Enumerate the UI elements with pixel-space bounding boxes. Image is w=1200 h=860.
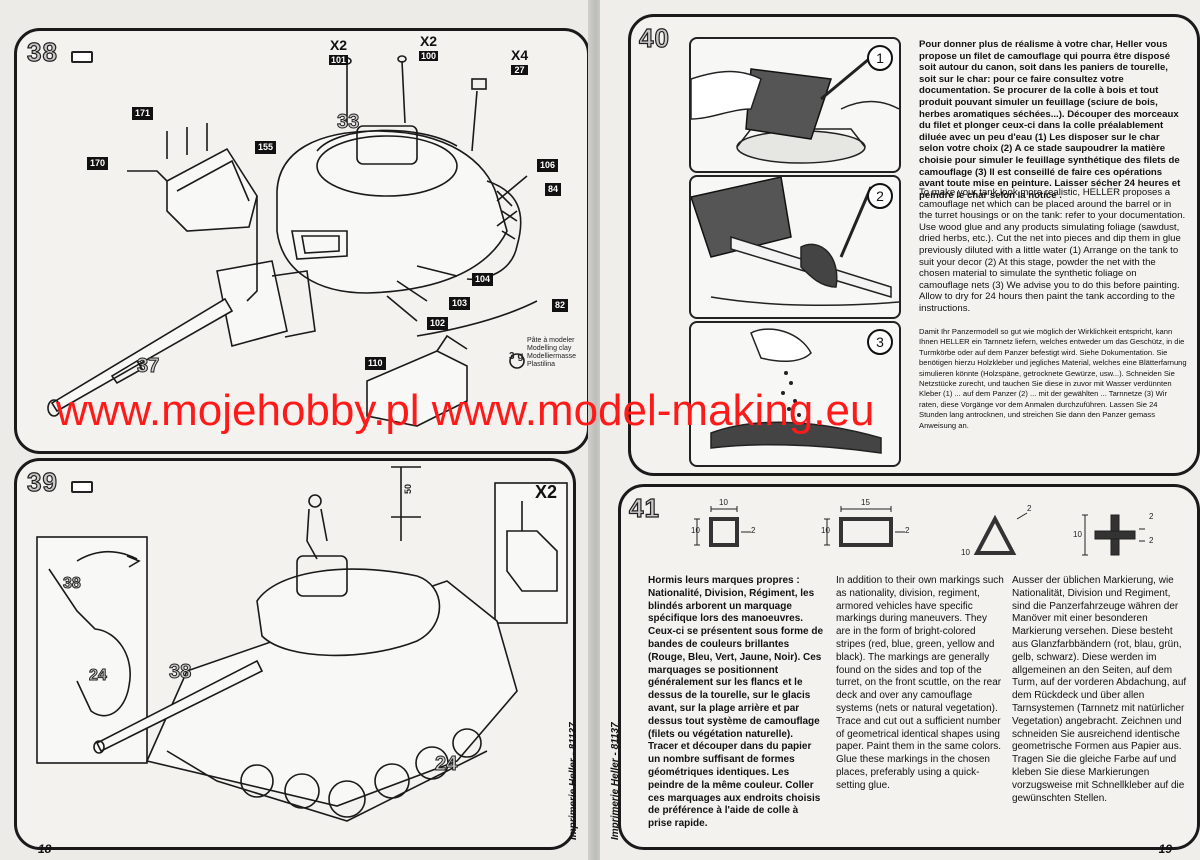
part-84-label: 84 xyxy=(545,183,562,196)
step-39-drawing xyxy=(36,466,568,822)
step-38-drawing xyxy=(47,55,538,427)
step-39-number: 39 xyxy=(26,466,58,497)
photo-number-3: 3 xyxy=(867,329,893,355)
part-106-label: 106 xyxy=(537,159,559,172)
camouflage-photo-1: 1 xyxy=(689,37,901,173)
step-40-text-fr: Pour donner plus de réalisme à votre cha… xyxy=(919,39,1181,201)
powder-foliage-illustration xyxy=(710,328,882,454)
camouflage-photo-3: 3 xyxy=(689,321,901,467)
qty-x4-27: X4 27 xyxy=(511,47,529,75)
clay-quantity: 3 g xyxy=(509,351,524,362)
step-41-number: 41 xyxy=(628,492,660,523)
step-40-text-en: To make your tank look more realistic, H… xyxy=(919,187,1186,314)
photo-number-1: 1 xyxy=(867,45,893,71)
callout-38: 38 xyxy=(168,661,192,684)
step-41-text-fr: Hormis leurs marques propres : Nationali… xyxy=(648,575,824,830)
step-40-panel: 40 1 xyxy=(628,14,1200,476)
callout-38-inset: 38 xyxy=(63,575,82,593)
arrange-net-illustration xyxy=(691,177,899,307)
dip-net-illustration xyxy=(691,47,899,164)
callout-33: 33 xyxy=(336,111,360,134)
step-41-text-de: Ausser der üblichen Markierung, wie Nati… xyxy=(1012,575,1187,804)
right-page: Imprimerie Heller - 81137 40 1 xyxy=(600,0,1200,860)
marking-cross: 10 2 2 xyxy=(1065,499,1175,565)
step-40-number: 40 xyxy=(638,22,670,53)
step-40-text-de: Damit Ihr Panzermodell so gut wie möglic… xyxy=(919,327,1187,430)
modelling-clay-note: Pâte à modeler Modelling clay Modellierm… xyxy=(527,337,577,368)
marking-rectangle: 15 10 2 xyxy=(821,499,941,559)
marking-square: 10 10 2 xyxy=(691,499,801,559)
part-171-label: 171 xyxy=(132,107,154,120)
step-38-number: 38 xyxy=(26,36,58,67)
part-104-label: 104 xyxy=(472,273,494,286)
left-page: 38 xyxy=(0,0,596,860)
glue-icon xyxy=(71,481,93,493)
part-102-label: 102 xyxy=(427,317,449,330)
part-103-label: 103 xyxy=(449,297,471,310)
part-155-label: 155 xyxy=(255,141,277,154)
imprint-left: Imprimerie Heller - 81137 xyxy=(568,722,579,840)
part-82-label: 82 xyxy=(552,299,569,312)
step-38-panel: 38 xyxy=(14,28,590,454)
callout-24: 24 xyxy=(434,753,458,776)
callout-24-inset: 24 xyxy=(89,667,108,685)
photo-number-2: 2 xyxy=(867,183,893,209)
page-number-18: 18 xyxy=(38,842,52,856)
step-41-text-en: In addition to their own markings such a… xyxy=(836,575,1004,791)
camouflage-photo-2: 2 xyxy=(689,175,901,319)
marking-triangle: 10 2 xyxy=(961,504,1032,557)
part-170-label: 170 xyxy=(87,157,109,170)
watermark-text: www.mojehobby.pl www.model-making.eu xyxy=(56,386,875,435)
step-41-panel: 41 10 10 2 xyxy=(618,484,1200,850)
page-number-19: 19 xyxy=(1158,842,1172,856)
step-39-panel: 39 xyxy=(14,458,576,850)
callout-37: 37 xyxy=(136,355,160,378)
dimension-50: 50 xyxy=(403,483,414,495)
glue-icon xyxy=(71,51,93,63)
part-110-label: 110 xyxy=(365,357,386,370)
qty-x2-101: X2 101 xyxy=(329,37,349,65)
qty-x2-100: X2 100 xyxy=(419,33,439,61)
qty-x2: X2 xyxy=(535,482,558,502)
